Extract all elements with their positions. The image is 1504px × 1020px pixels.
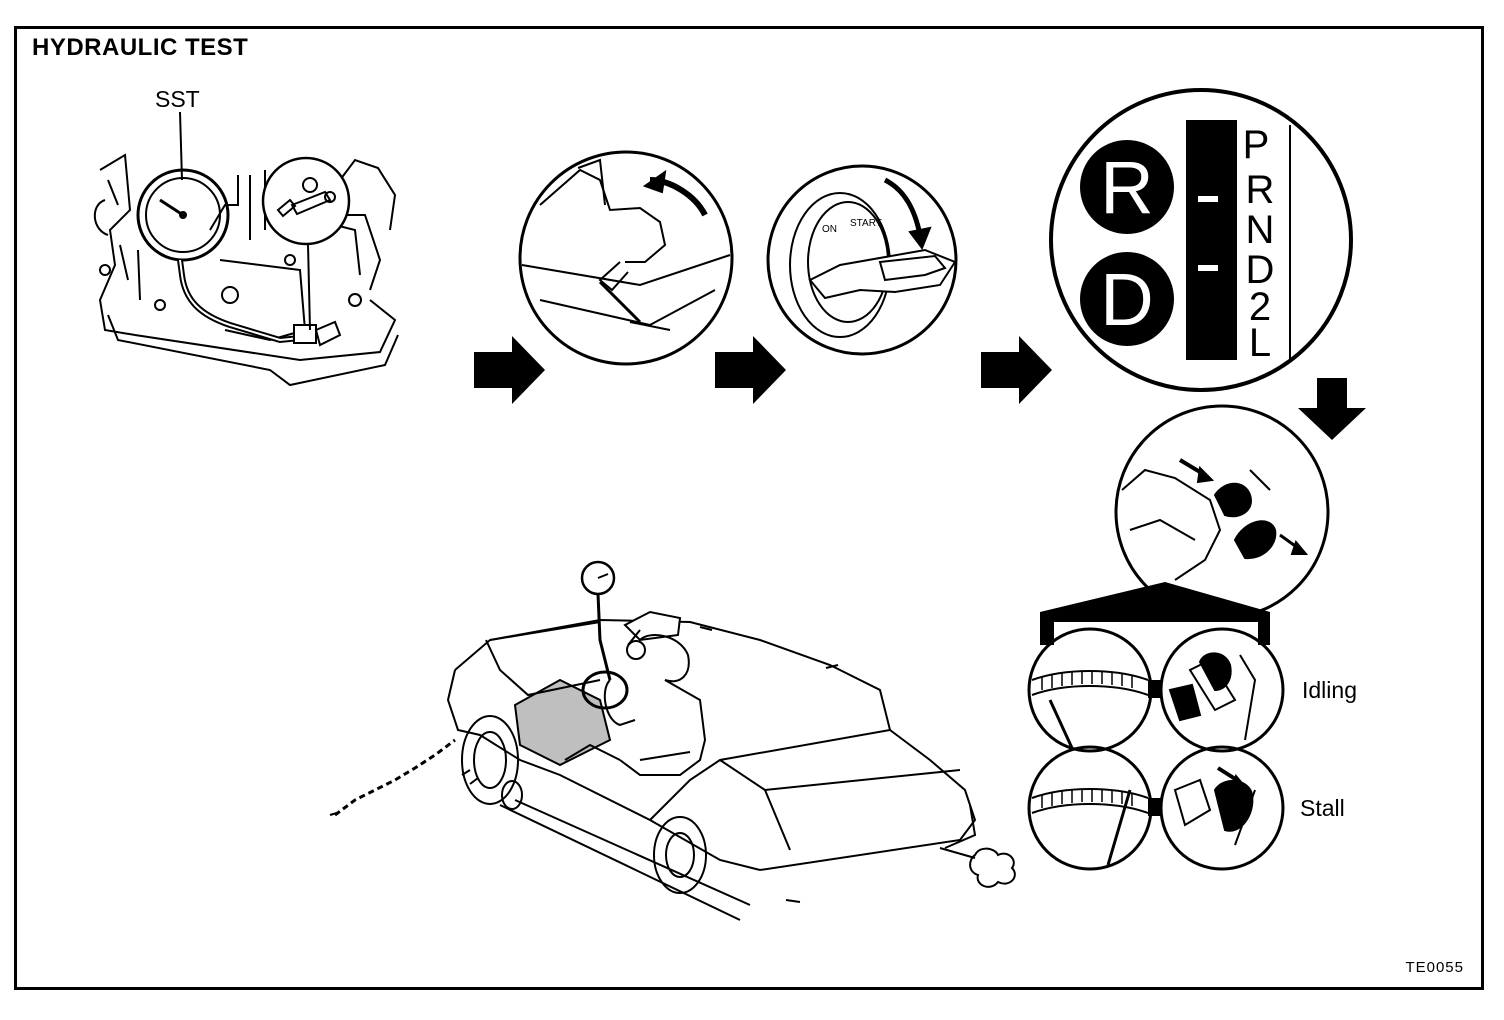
figure-code: TE0055 — [1405, 959, 1464, 976]
step-arrow-3 — [981, 336, 1052, 404]
idling-pedal — [1159, 627, 1285, 753]
gate-letter-r: R — [1246, 168, 1275, 212]
gate-letter-2: 2 — [1249, 285, 1271, 329]
key-marking-on: ON — [822, 224, 837, 235]
gate-letter-p: P — [1243, 123, 1270, 167]
mode-bracket — [1040, 582, 1270, 645]
diagram-title: HYDRAULIC TEST — [32, 34, 249, 61]
diagram-frame — [14, 26, 1484, 990]
ignition-key-step: ON START — [766, 164, 958, 356]
transmission-gauge-illustration — [93, 111, 399, 387]
gate-letter-n: N — [1246, 208, 1275, 252]
step-arrow-2 — [715, 336, 786, 404]
gate-letter-l: L — [1249, 321, 1271, 365]
shift-letter-d: D — [1100, 258, 1153, 341]
stall-gauge — [1027, 745, 1153, 871]
key-marking-start: START — [850, 218, 882, 229]
stall-label: Stall — [1300, 795, 1345, 821]
idling-label: Idling — [1302, 677, 1357, 703]
car-illustration — [329, 560, 1016, 921]
sst-label: SST — [155, 86, 200, 112]
shift-letter-r: R — [1100, 146, 1153, 229]
stall-pedal — [1159, 745, 1285, 871]
step-arrow-down — [1298, 378, 1366, 440]
stall-connector — [1148, 798, 1162, 816]
step-arrow-1 — [474, 336, 545, 404]
gate-letter-d: D — [1246, 248, 1275, 292]
idling-gauge — [1027, 627, 1153, 753]
shift-position-step: R D P R N D 2 L — [1049, 88, 1353, 392]
idling-connector — [1148, 680, 1162, 698]
pedals-step — [1114, 404, 1330, 620]
parking-brake-step — [518, 150, 734, 366]
